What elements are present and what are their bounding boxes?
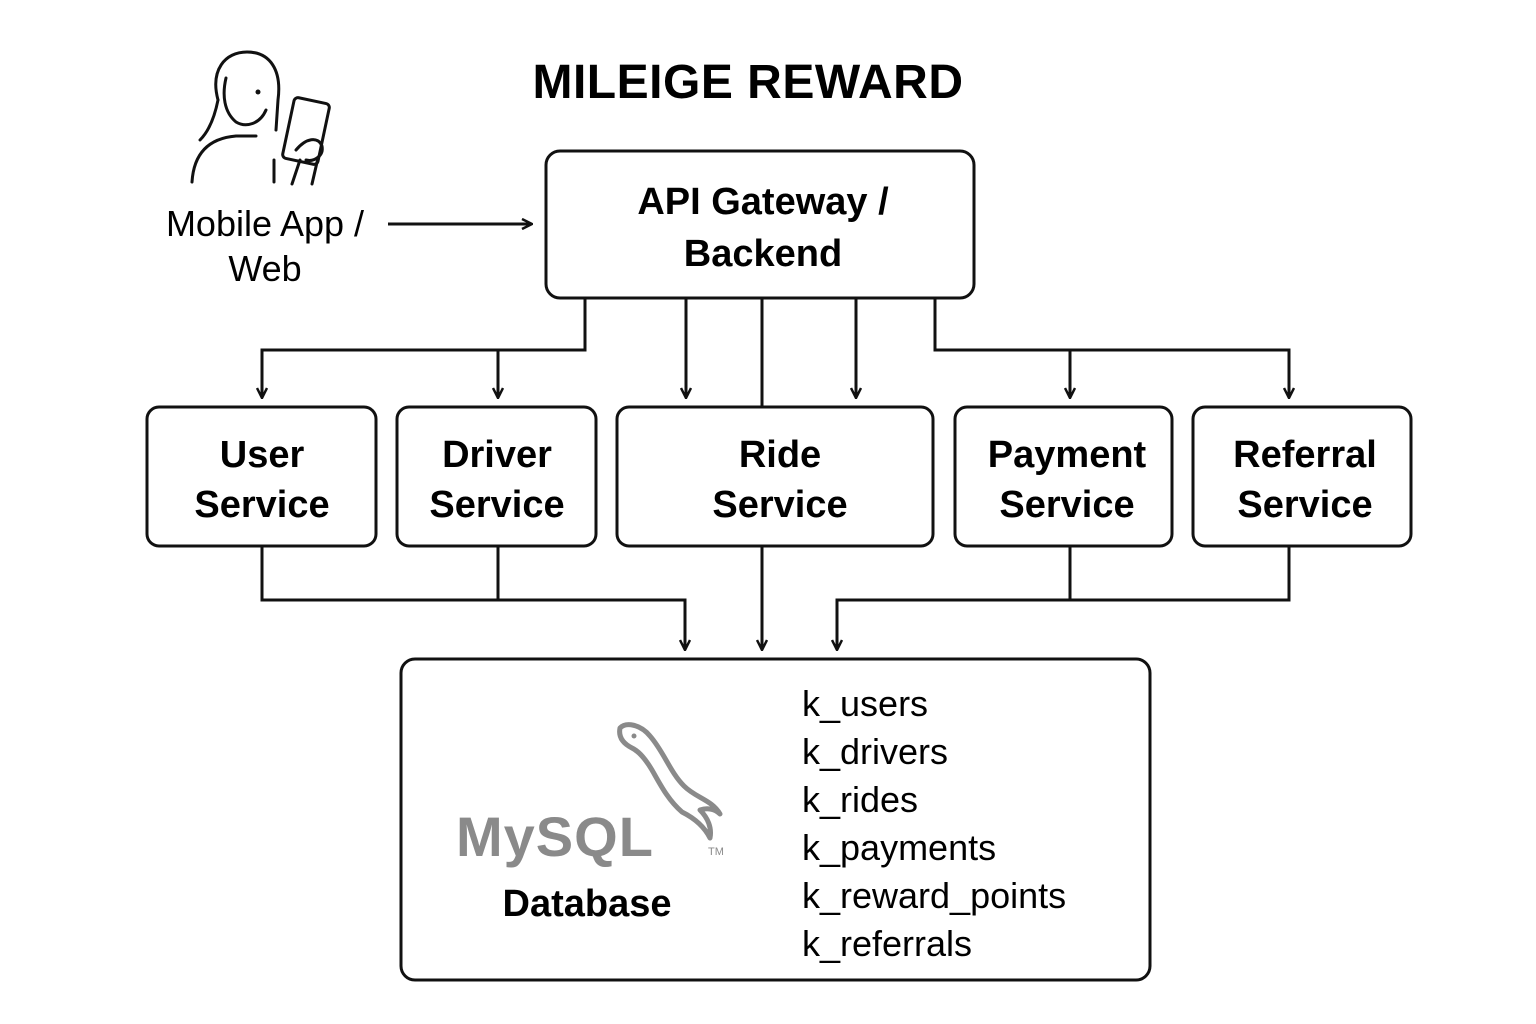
service-label-line1: Driver [442,434,552,476]
service-label-line1: Ride [739,434,821,476]
gateway-label-line1: API Gateway / [637,181,889,223]
table-name: k_payments [802,827,996,868]
mysql-logo-text: MySQL [456,805,654,868]
diagram-title: MILEIGE REWARD [532,56,963,109]
service-node-user: User Service [145,405,378,548]
service-label-line2: Service [999,484,1134,526]
api-gateway-node: API Gateway / Backend [544,149,976,300]
service-label-line1: Referral [1233,434,1377,476]
table-name: k_reward_points [802,875,1066,916]
service-node-ride: Ride Service [615,405,935,548]
table-name: k_referrals [802,923,972,964]
database-node: MySQL TM Database k_users k_drivers k_ri… [399,657,1152,982]
person-with-phone-icon [190,50,331,186]
service-label-line1: User [220,434,305,476]
service-label-line2: Service [1237,484,1372,526]
gateway-label-line2: Backend [684,233,842,275]
service-node-driver: Driver Service [395,405,598,548]
service-node-referral: Referral Service [1191,405,1413,548]
table-name: k_users [802,683,928,724]
service-label-line2: Service [712,484,847,526]
client-label-line1: Mobile App / [166,203,364,244]
service-label-line2: Service [194,484,329,526]
client-label-line2: Web [228,248,301,289]
table-name: k_rides [802,779,918,820]
service-label-line2: Service [429,484,564,526]
service-node-payment: Payment Service [953,405,1174,548]
gateway-to-services-connectors [262,298,1289,406]
mysql-trademark: TM [708,846,724,858]
table-name: k_drivers [802,731,948,772]
mysql-dolphin-icon [617,722,723,841]
service-label-line1: Payment [988,434,1147,476]
services-to-database-connectors [260,546,1291,650]
database-label: Database [503,883,672,925]
